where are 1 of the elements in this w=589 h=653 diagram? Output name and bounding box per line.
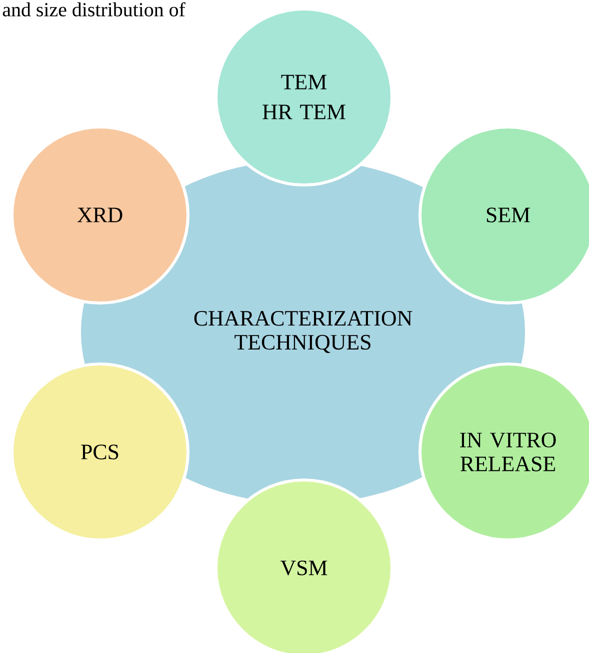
caption-text: and size distribution of: [2, 2, 186, 16]
